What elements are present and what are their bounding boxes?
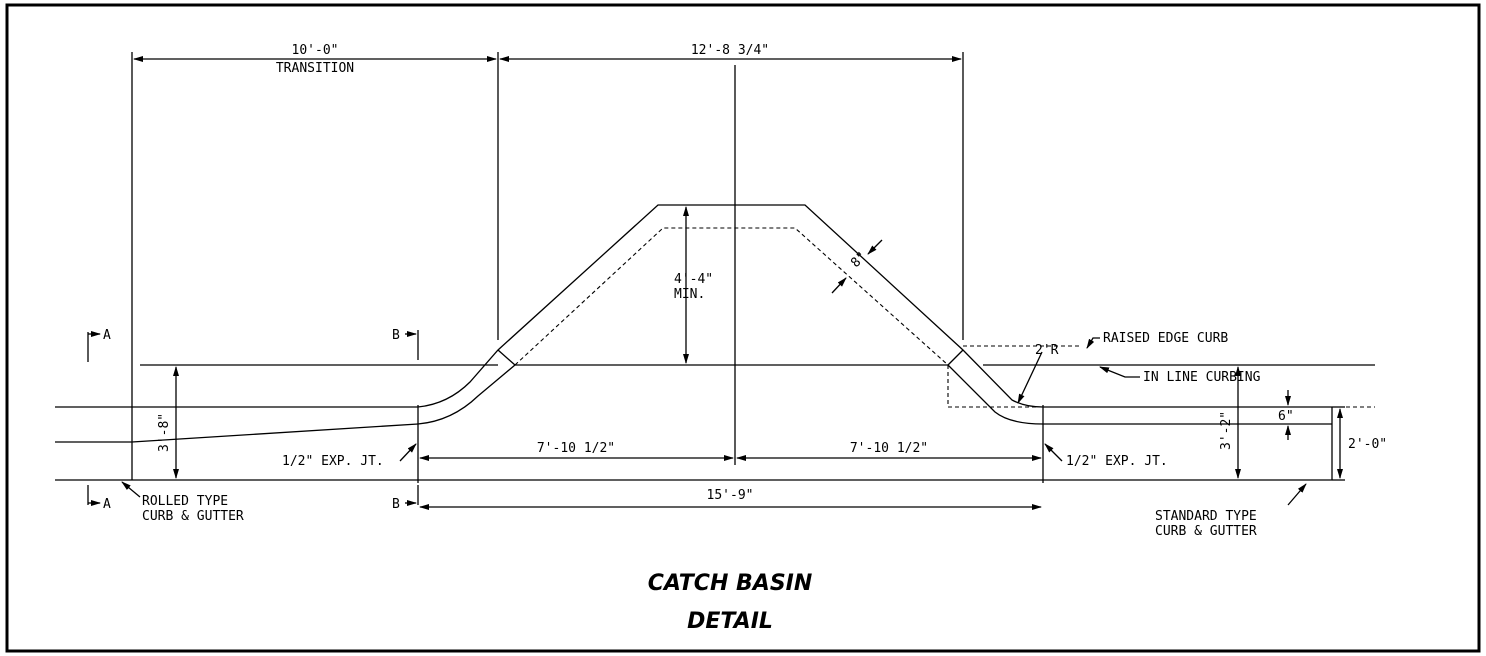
basin-depth-note: MIN. [674, 287, 705, 302]
curb-lines [55, 364, 1375, 483]
right-height-label: 3'-2" [1219, 411, 1234, 450]
section-a-bottom: A [103, 497, 111, 512]
title-line-2: DETAIL [687, 609, 773, 634]
left-height-label: 3'-8" [157, 413, 172, 452]
basin-width-label: 12'-8 3/4" [691, 43, 769, 58]
exp-joint-right-label: 1/2" EXP. JT. [1066, 454, 1168, 469]
catch-basin-outline [417, 204, 1044, 425]
raised-edge-curb-label: RAISED EDGE CURB [1103, 331, 1228, 346]
section-b-top: B [392, 328, 400, 343]
transition-label: TRANSITION [276, 61, 354, 76]
overall-length-label: 15'-9" [707, 488, 754, 503]
wall-thickness-label: 8" [848, 249, 870, 271]
exp-joint-left-label: 1/2" EXP. JT. [282, 454, 384, 469]
dimension-lines [121, 52, 1345, 510]
gutter-width-label: 2'-0" [1348, 437, 1387, 452]
transition-length-label: 10'-0" [292, 43, 339, 58]
rolled-type-label-2: CURB & GUTTER [142, 509, 244, 524]
curb-offset-label: 6" [1278, 409, 1294, 424]
rolled-type-label-1: ROLLED TYPE [142, 494, 228, 509]
standard-type-label-2: CURB & GUTTER [1155, 524, 1257, 539]
left-half-label: 7'-10 1/2" [537, 441, 615, 456]
radius-label: 2'R [1035, 343, 1059, 358]
section-b-bottom: B [392, 497, 400, 512]
in-line-curbing-label: IN LINE CURBING [1143, 370, 1261, 385]
title-line-1: CATCH BASIN [648, 571, 813, 596]
section-markers [87, 330, 419, 506]
right-half-label: 7'-10 1/2" [850, 441, 928, 456]
section-a-top: A [103, 328, 111, 343]
standard-type-label-1: STANDARD TYPE [1155, 509, 1257, 524]
basin-depth-label: 4'-4" [674, 272, 713, 287]
drawing-border [5, 3, 1481, 653]
